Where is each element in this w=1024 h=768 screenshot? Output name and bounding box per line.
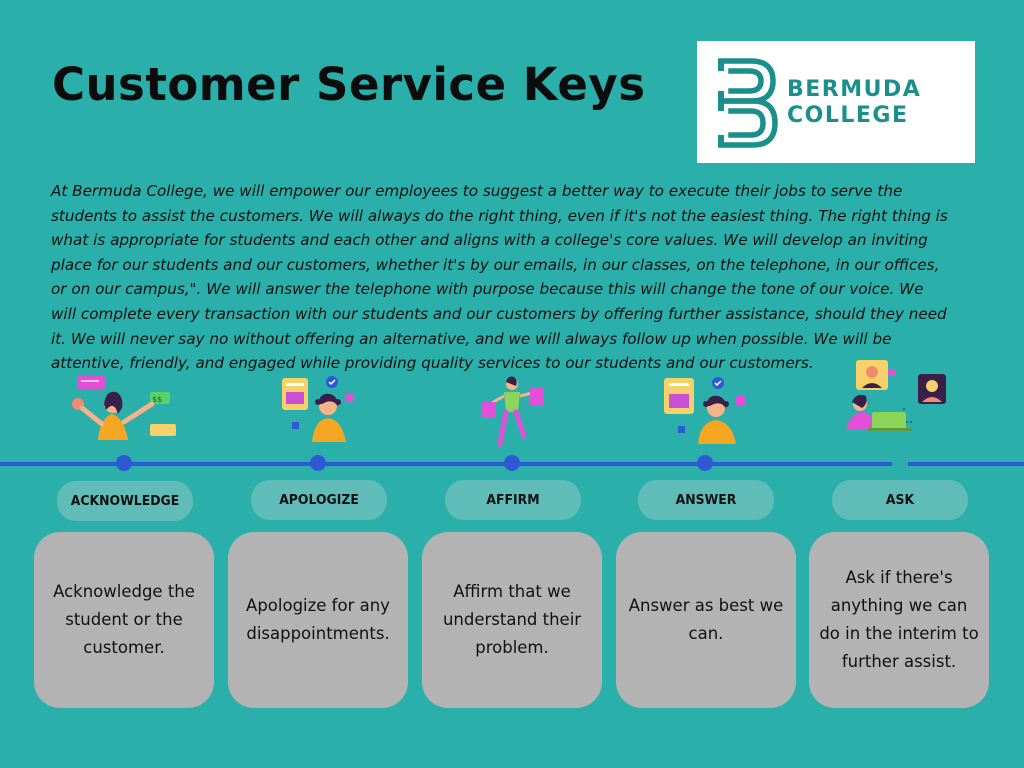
bermuda-college-logo: BERMUDA COLLEGE: [697, 41, 975, 163]
timeline-dot-answer: [697, 455, 713, 471]
key-label-acknowledge: ACKNOWLEDGE: [56, 481, 194, 521]
key-label-answer: ANSWER: [637, 480, 775, 520]
ask-illustration: [846, 360, 946, 431]
key-card-answer: Answer as best we can.: [616, 532, 796, 708]
apologize-illustration: [282, 376, 354, 442]
key-card-acknowledge: Acknowledge the student or the customer.: [34, 532, 214, 708]
intro-paragraph: At Bermuda College, we will empower our …: [51, 182, 948, 373]
timeline-dot-affirm: [504, 455, 520, 471]
logo-line-1: BERMUDA: [787, 77, 922, 102]
acknowledge-illustration: $$: [72, 376, 176, 440]
key-card-ask: Ask if there's anything we can do in the…: [809, 532, 989, 708]
key-label-ask: ASK: [831, 480, 969, 520]
logo-text: BERMUDA COLLEGE: [787, 77, 921, 129]
affirm-illustration: [482, 376, 544, 447]
logo-line-2: COLLEGE: [787, 103, 909, 128]
logo-b-mark-icon: [718, 58, 778, 148]
key-label-apologize: APOLOGIZE: [250, 480, 388, 520]
key-card-affirm: Affirm that we understand their problem.: [422, 532, 602, 708]
timeline-dot-acknowledge: [116, 455, 132, 471]
key-card-apologize: Apologize for any disappointments.: [228, 532, 408, 708]
answer-illustration: [664, 377, 745, 444]
svg-text:$$: $$: [152, 395, 162, 404]
key-label-affirm: AFFIRM: [444, 480, 582, 520]
page-title: Customer Service Keys: [52, 58, 646, 111]
timeline-dot-apologize: [310, 455, 326, 471]
